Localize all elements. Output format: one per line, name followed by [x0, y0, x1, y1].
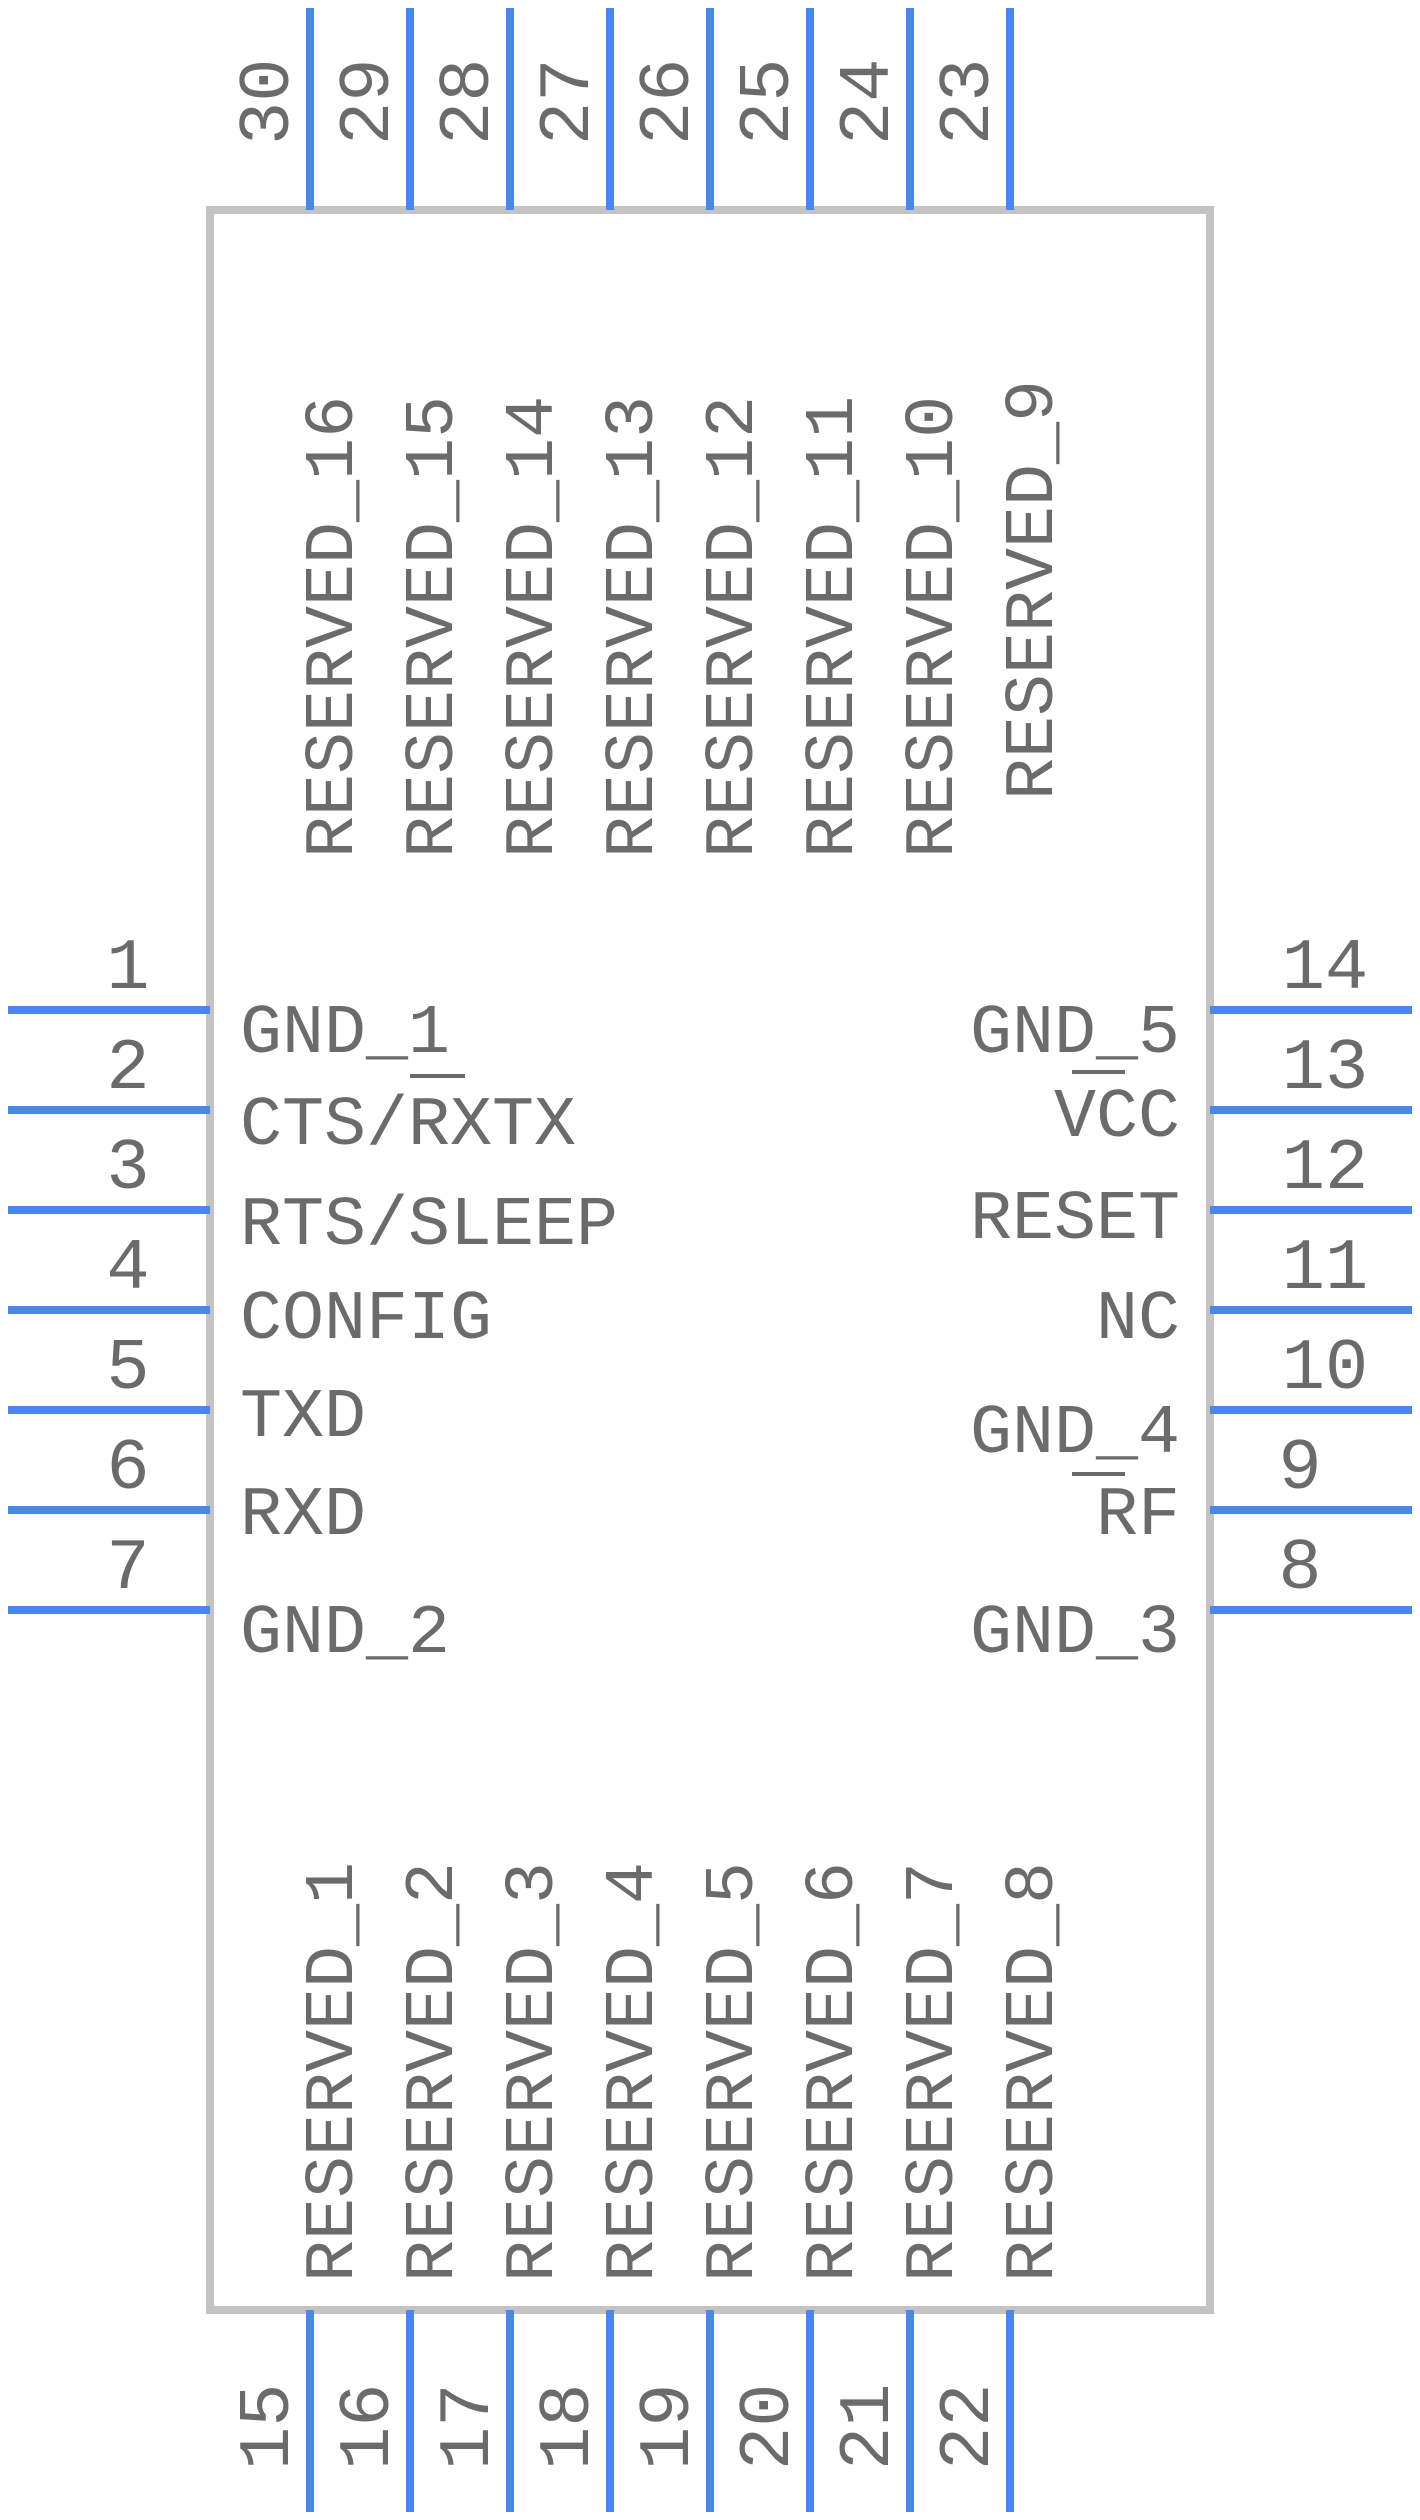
pin-number: 24: [828, 59, 910, 145]
pin-name: RESERVED_4: [595, 1862, 674, 2282]
pin-name: RESERVED_7: [895, 1862, 974, 2282]
pin-name: RESERVED_15: [395, 396, 474, 858]
pin-name: GND_5: [970, 995, 1180, 1074]
pin-24[interactable]: 24 RESERVED_10: [828, 8, 974, 858]
pin-21[interactable]: 21 RESERVED_7: [828, 1862, 974, 2512]
pin-name: RF: [1096, 1477, 1180, 1556]
pin-number: 21: [828, 2384, 910, 2470]
pin-number: 10: [1282, 1328, 1368, 1410]
pin-12[interactable]: 12 RESET: [970, 1128, 1412, 1260]
pin-number: 2: [106, 1028, 149, 1110]
pin-20[interactable]: 20 RESERVED_6: [728, 1862, 874, 2512]
pin-number: 23: [928, 59, 1010, 145]
pin-23[interactable]: 23 RESERVED_9: [928, 8, 1074, 800]
pin-13[interactable]: 13 VCC: [1054, 1028, 1412, 1158]
pin-name: RESERVED_10: [895, 396, 974, 858]
pin-4[interactable]: 4 CONFIG: [8, 1228, 492, 1360]
pin-name: RESERVED_8: [995, 1862, 1074, 2282]
pin-number: 11: [1282, 1228, 1368, 1310]
pin-name: GND_4: [970, 1395, 1180, 1474]
pin-6[interactable]: 6 RXD: [8, 1428, 366, 1556]
pin-10[interactable]: 10 GND_4: [970, 1328, 1412, 1474]
pin-name: RESET: [970, 1181, 1180, 1260]
top-pins: 30 RESERVED_16 29 RESERVED_15 28 RESERVE…: [228, 8, 1074, 858]
pin-16[interactable]: 16 RESERVED_2: [328, 1862, 474, 2512]
pin-name: RESERVED_16: [295, 396, 374, 858]
pin-number: 18: [528, 2384, 610, 2470]
pin-number: 14: [1282, 928, 1368, 1010]
pin-29[interactable]: 29 RESERVED_15: [328, 8, 474, 858]
pin-26[interactable]: 26 RESERVED_12: [628, 8, 774, 858]
right-pins: 14 GND_5 13 VCC 12 RESET 11 NC 10 GND_4 …: [970, 928, 1412, 1674]
bottom-pins: 15 RESERVED_1 16 RESERVED_2 17 RESERVED_…: [228, 1862, 1074, 2512]
pin-number: 20: [728, 2384, 810, 2470]
component-body: [206, 206, 1214, 2314]
pin-name: GND_3: [970, 1595, 1180, 1674]
pin-number: 26: [628, 59, 710, 145]
pin-name: RXD: [240, 1477, 366, 1556]
pin-11[interactable]: 11 NC: [1096, 1228, 1412, 1360]
pin-name: RESERVED_11: [795, 396, 874, 858]
pin-number: 19: [628, 2384, 710, 2470]
pin-18[interactable]: 18 RESERVED_4: [528, 1862, 674, 2512]
pin-number: 25: [728, 59, 810, 145]
pin-name: RESERVED_9: [995, 380, 1074, 800]
pin-3[interactable]: 3 RTS/SLEEP: [8, 1128, 618, 1266]
pin-name: TXD: [240, 1379, 366, 1458]
pin-17[interactable]: 17 RESERVED_3: [428, 1862, 574, 2512]
pin-number: 13: [1282, 1028, 1368, 1110]
pin-2[interactable]: 2 CTS/RXTX: [8, 1028, 576, 1166]
pin-number: 16: [328, 2384, 410, 2470]
pin-number: 15: [228, 2384, 310, 2470]
pin-number: 22: [928, 2384, 1010, 2470]
pin-28[interactable]: 28 RESERVED_14: [428, 8, 574, 858]
pin-name: RTS/SLEEP: [240, 1187, 618, 1266]
pin-1[interactable]: 1 GND_1: [8, 928, 450, 1074]
pin-name: RESERVED_6: [795, 1862, 874, 2282]
pin-name: NC: [1096, 1281, 1180, 1360]
pin-name: GND_1: [240, 995, 450, 1074]
pin-7[interactable]: 7 GND_2: [8, 1528, 450, 1674]
pin-number: 1: [106, 928, 149, 1010]
pin-22[interactable]: 22 RESERVED_8: [928, 1862, 1074, 2512]
left-pins: 1 GND_1 2 CTS/RXTX 3 RTS/SLEEP 4 CONFIG …: [8, 928, 618, 1674]
pin-number: 28: [428, 59, 510, 145]
pin-number: 29: [328, 59, 410, 145]
pin-27[interactable]: 27 RESERVED_13: [528, 8, 674, 858]
pin-8[interactable]: 8 GND_3: [970, 1528, 1412, 1674]
pin-name: RESERVED_2: [395, 1862, 474, 2282]
pin-name: RESERVED_3: [495, 1862, 574, 2282]
pin-name: GND_2: [240, 1595, 450, 1674]
pin-name: RESERVED_1: [295, 1862, 374, 2282]
pin-9[interactable]: 9 RF: [1072, 1428, 1412, 1556]
pin-30[interactable]: 30 RESERVED_16: [228, 8, 374, 858]
pin-5[interactable]: 5 TXD: [8, 1328, 366, 1458]
pin-number: 17: [428, 2384, 510, 2470]
pin-name: RESERVED_12: [695, 396, 774, 858]
pin-number: 30: [228, 59, 310, 145]
pin-number: 6: [106, 1428, 149, 1510]
pin-15[interactable]: 15 RESERVED_1: [228, 1862, 374, 2512]
pin-name: VCC: [1054, 1079, 1180, 1158]
pin-14[interactable]: 14 GND_5: [970, 928, 1412, 1074]
pin-number: 27: [528, 59, 610, 145]
pin-19[interactable]: 19 RESERVED_5: [628, 1862, 774, 2512]
pin-number: 4: [106, 1228, 149, 1310]
pin-name: CTS/RXTX: [240, 1087, 576, 1166]
pin-number: 12: [1282, 1128, 1368, 1210]
pin-name: RESERVED_13: [595, 396, 674, 858]
pin-number: 7: [106, 1528, 149, 1610]
pin-number: 9: [1278, 1428, 1321, 1510]
pin-name: RESERVED_5: [695, 1862, 774, 2282]
pin-name: RESERVED_14: [495, 396, 574, 858]
pin-number: 3: [106, 1128, 149, 1210]
pin-25[interactable]: 25 RESERVED_11: [728, 8, 874, 858]
pin-number: 5: [106, 1328, 149, 1410]
pin-name: CONFIG: [240, 1281, 492, 1360]
pin-number: 8: [1278, 1528, 1321, 1610]
